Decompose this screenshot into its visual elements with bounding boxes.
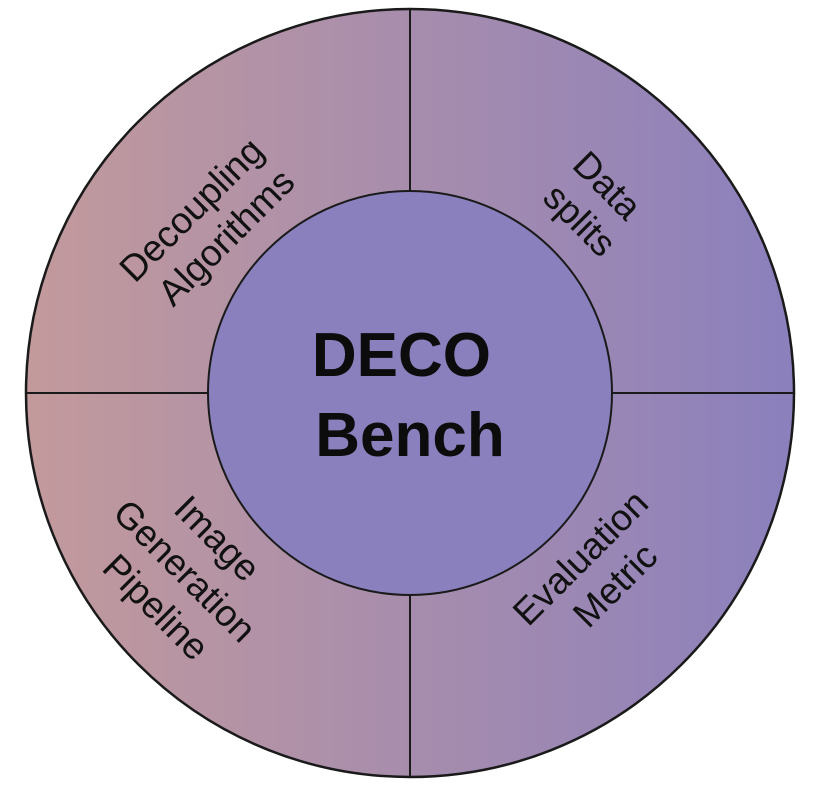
- center-title: DECO Bench: [312, 321, 508, 470]
- center-title-line: Bench: [315, 401, 504, 470]
- center-title-line: DECO: [312, 321, 491, 390]
- center-circle: [207, 190, 613, 596]
